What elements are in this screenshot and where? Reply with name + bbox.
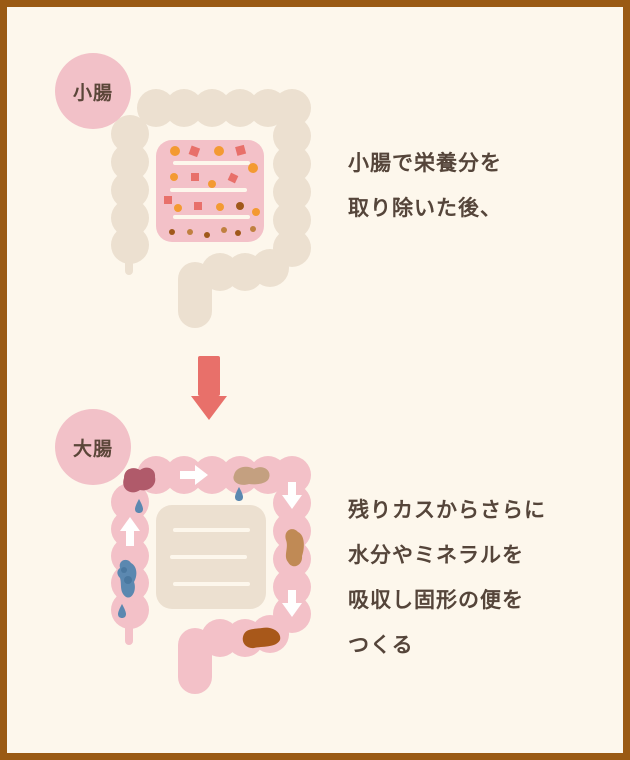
caption-line: 取り除いた後、 (348, 186, 502, 231)
flow-down-arrow (191, 356, 227, 420)
large-intestine-caption: 残りカスからさらに 水分やミネラルを 吸収し固形の便を つくる (348, 488, 546, 668)
caption-line: 水分やミネラルを (348, 533, 546, 578)
small-intestine-badge: 小腸 (55, 53, 131, 129)
caption-line: 残りカスからさらに (348, 488, 546, 533)
small-intestine-caption: 小腸で栄養分を 取り除いた後、 (348, 141, 502, 231)
small-intestine-plain (156, 505, 266, 609)
caption-line: 小腸で栄養分を (348, 141, 502, 186)
large-intestine-badge: 大腸 (55, 409, 131, 485)
caption-line: つくる (348, 623, 546, 668)
small-intestine (156, 140, 264, 242)
caption-line: 吸収し固形の便を (348, 578, 546, 623)
